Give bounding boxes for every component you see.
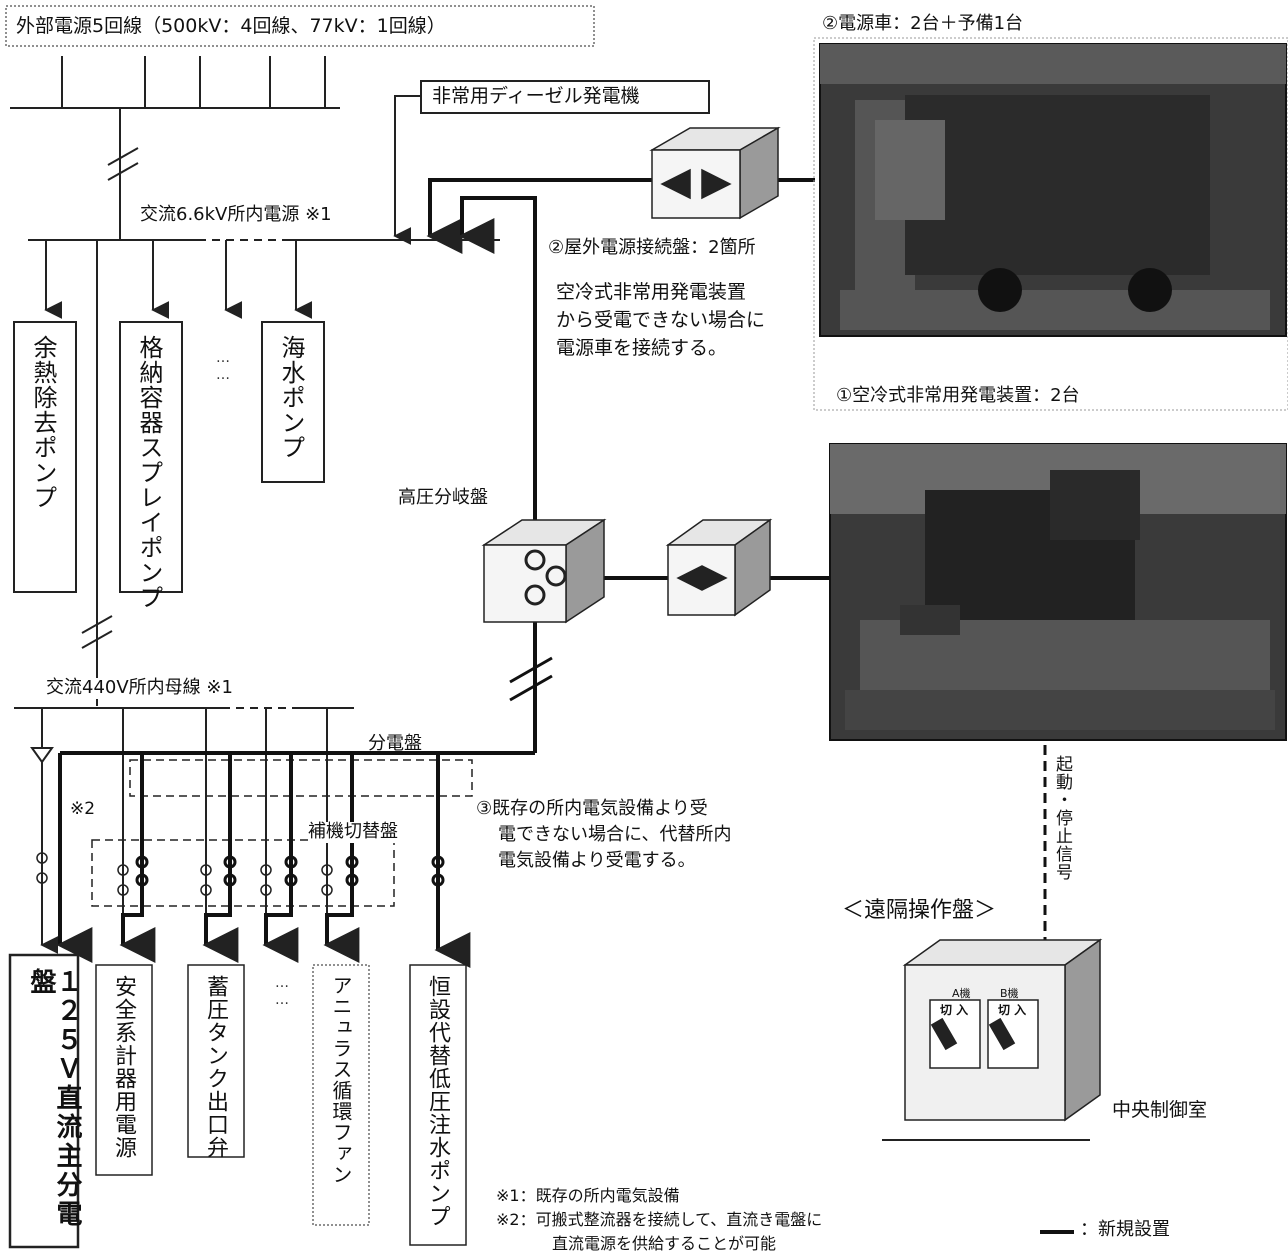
power-vehicle-label: ②電源車：2台＋予備1台 [822,13,1024,34]
outdoor-note: 空冷式非常用発電装置 から受電できない場合に 電源車を接続する。 [556,278,765,362]
external-power-box [5,5,595,47]
aircooled-gen-label: ①空冷式非常用発電装置：2台 [836,385,1080,407]
load-accumulator-outlet-valve: 蓄圧タンク出口弁 [203,975,228,1159]
load-cv-spray-pump: 格納容器スプレイポンプ [135,335,163,610]
load-annulus-fan: アニュラス循環ファン [329,975,353,1185]
note-3-line-3: 電気設備より受電する。 [498,850,696,871]
power-vehicle-photo [819,43,1287,337]
switch-a-label: A機 [952,987,971,1000]
load-rhr-pump: 余熱除去ポンプ [29,335,57,510]
legend-new-installation: ：新規設置 [1080,1219,1170,1240]
aux-switch-panel-box [91,839,395,907]
distribution-panel-label: 分電盤 [368,733,422,754]
remote-control-panel [882,938,1103,1141]
load-safety-instrument-power: 安全系計器用電源 [111,975,136,1159]
diesel-generator-label: 非常用ディーゼル発電機 [420,80,710,114]
aircooled-connection-box [665,518,773,617]
external-power-label: 外部電源5回線（500kV：4回線、77kV：1回線） [16,15,446,37]
central-control-label: 中央制御室 [1112,1099,1208,1121]
load-ellipsis-66: …… [215,350,231,384]
note-3-line-2: 電できない場合に、代替所内 [498,824,732,845]
outdoor-connection-panel [649,126,781,220]
outdoor-note-line-2: から受電できない場合に [556,309,766,331]
switch-b-state: 切 入 [998,1003,1027,1017]
breaker-symbols [36,852,333,896]
hv-branch-label: 高圧分岐盤 [398,487,488,508]
switch-a-state: 切 入 [940,1003,969,1017]
load-125v-dc-panel: １２５Ｖ直流主分電盤 [26,968,82,1229]
note-3-line-1: ③既存の所内電気設備より受 [476,798,708,819]
outdoor-panel-label: ②屋外電源接続盤：2箇所 [548,237,756,259]
load-seawater-pump: 海水ポンプ [277,335,305,460]
ac440v-bus-label: 交流440V所内母線 ※1 [44,677,235,699]
hv-branch-panel [481,518,607,624]
aux-switch-panel-label: 補機切替盤 [308,821,398,843]
outdoor-note-line-1: 空冷式非常用発電装置 [556,281,747,303]
start-stop-signal-label: 起動・停止信号 [1052,755,1072,881]
outdoor-note-line-3: 電源車を接続する。 [556,337,728,359]
distribution-panel-box [129,759,473,797]
ac66kv-bus-label: 交流6.6kV所内電源 ※1 [140,204,332,225]
footnote-2-line-1: ※2：可搬式整流器を接続して、直流き電盤に [496,1210,823,1229]
load-ellipsis-440: …… [274,975,290,1009]
footnote-1: ※1：既存の所内電気設備 [496,1186,680,1205]
note-3: ③既存の所内電気設備より受 電できない場合に、代替所内 電気設備より受電する。 [476,796,731,874]
load-permanent-lp-injection-pump: 恒設代替低圧注水ポンプ [425,975,450,1228]
note-x2-marker: ※2 [70,799,96,819]
aircooled-generator-photo [829,443,1287,741]
footnote-2-line-2: 直流電源を供給することが可能 [552,1234,777,1253]
switch-b-label: B機 [1000,987,1019,1000]
remote-panel-label: ＜遠隔操作盤＞ [842,898,997,923]
